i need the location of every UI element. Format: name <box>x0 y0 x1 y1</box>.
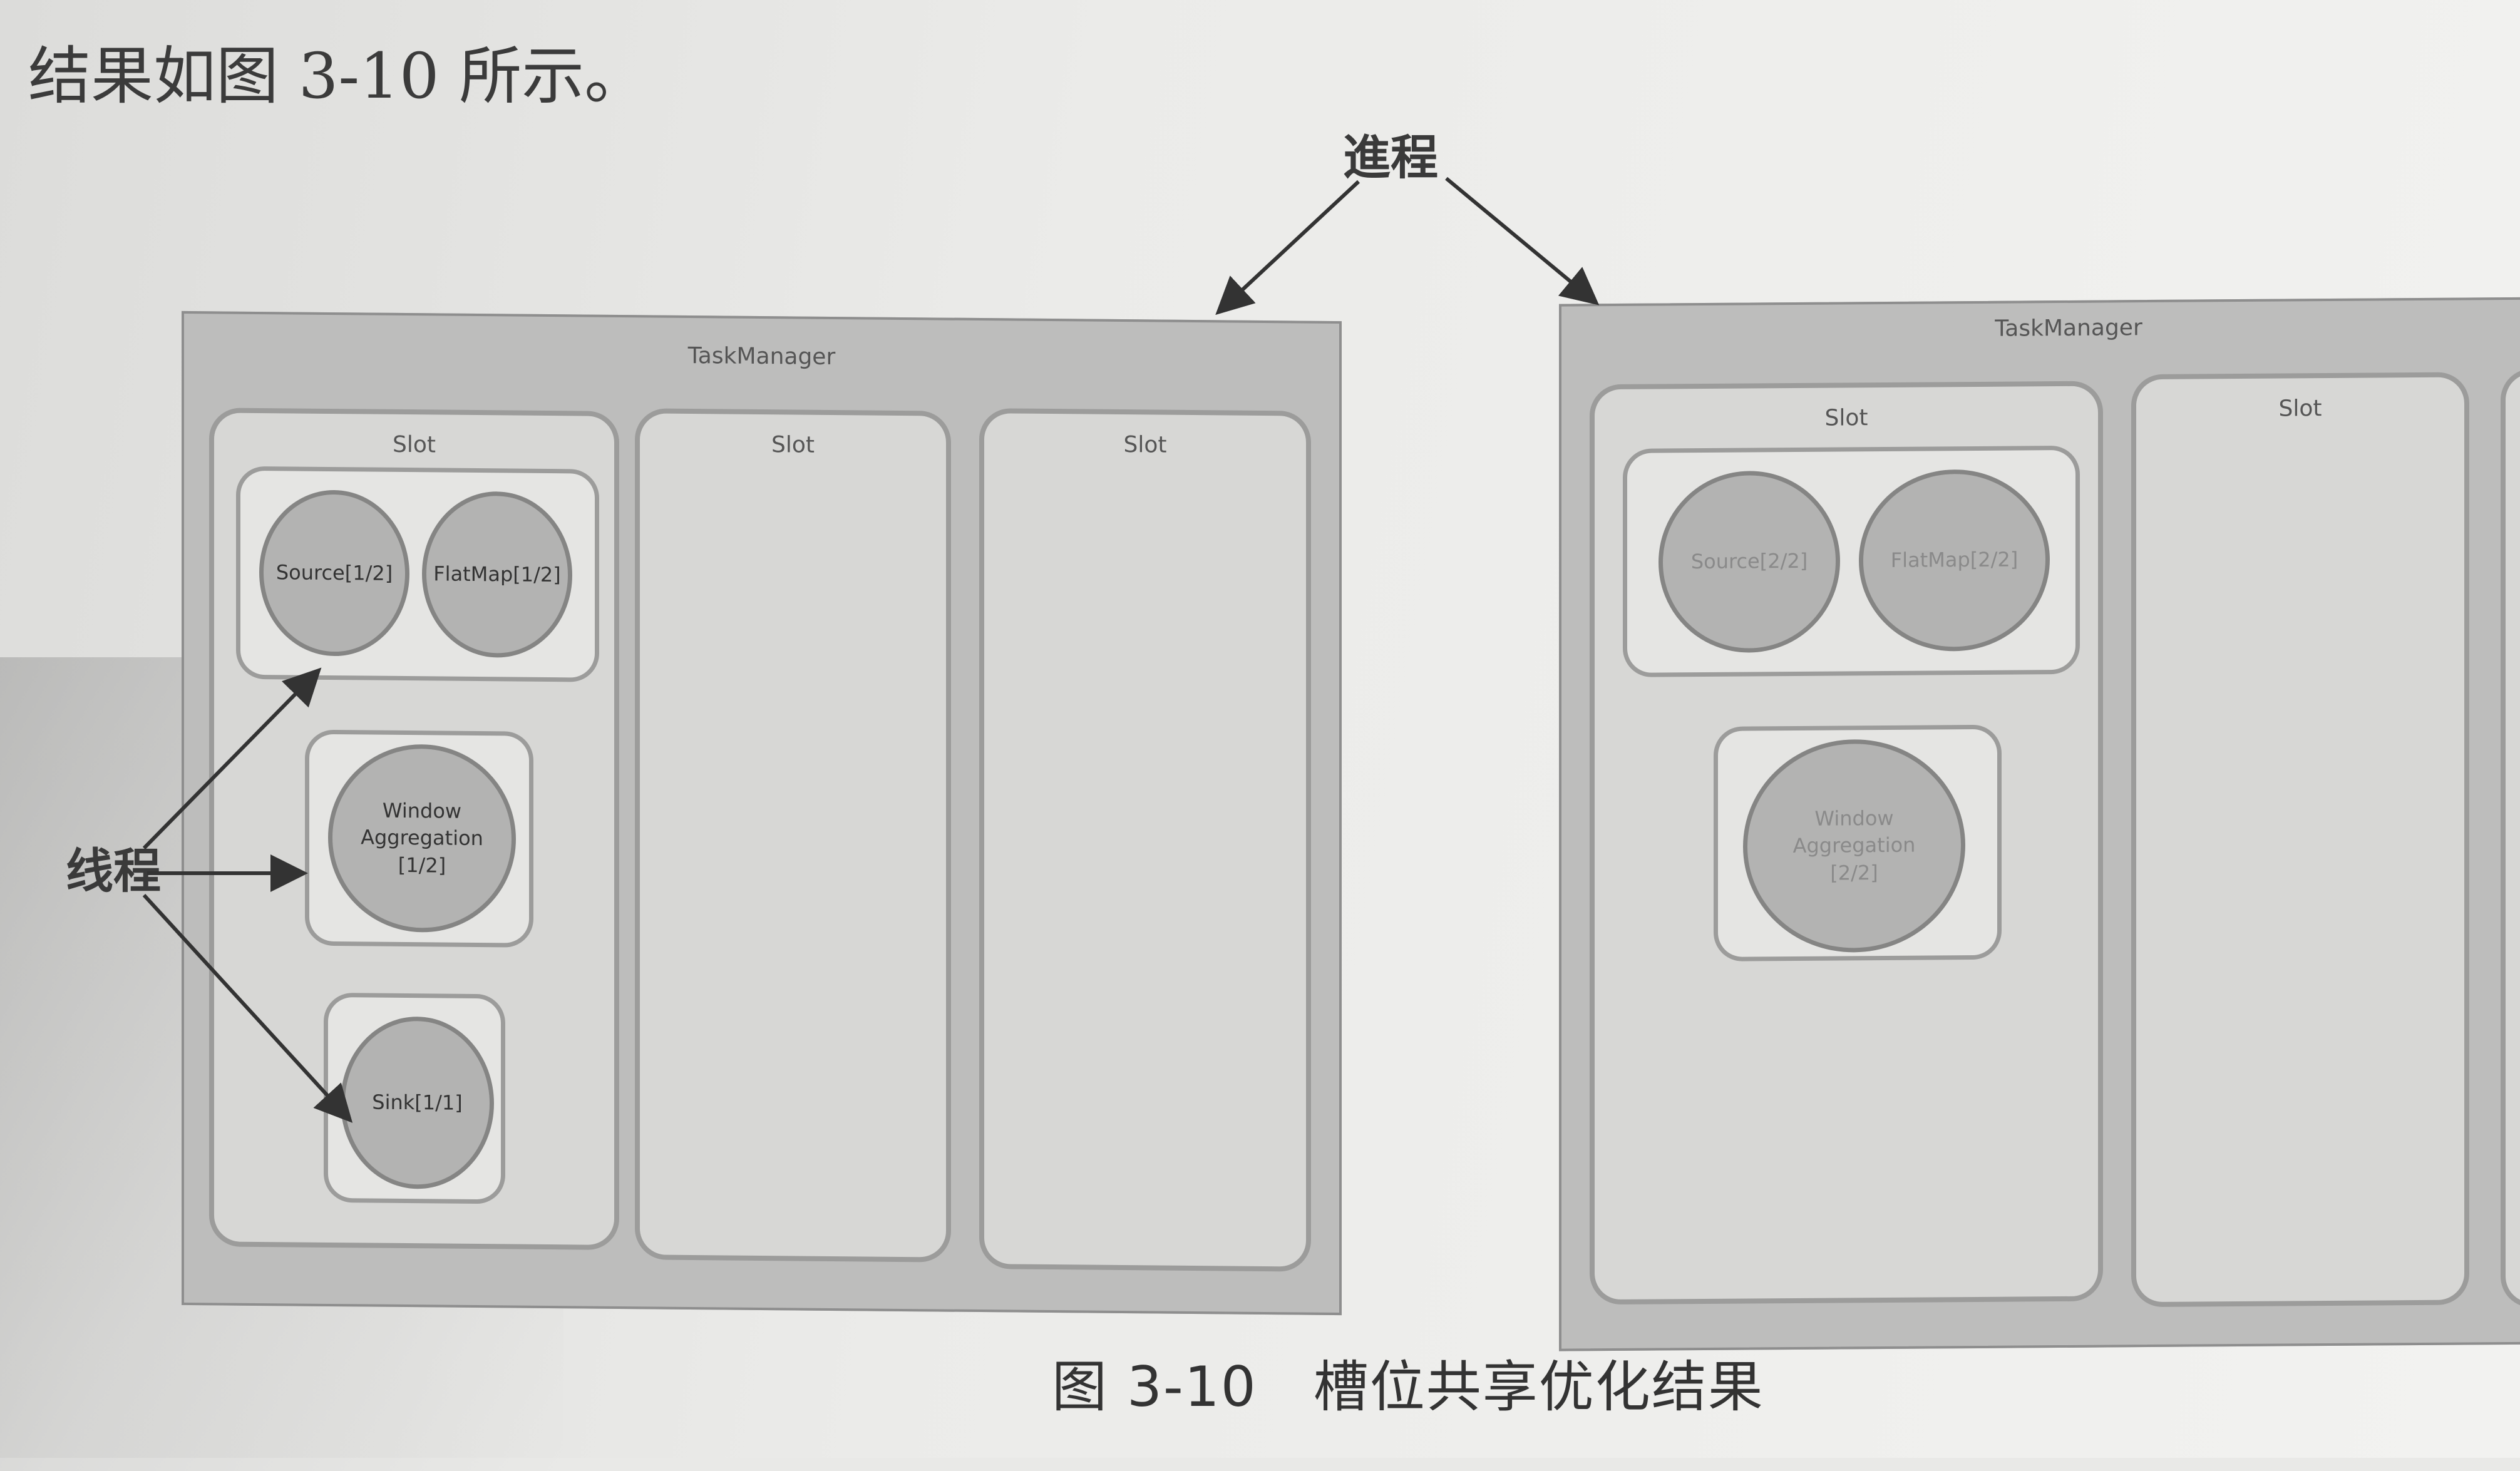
thread-callout: 线程 <box>66 843 161 899</box>
intro-text: 结果如图 3-10 所示。 <box>28 39 647 113</box>
figure-title: 槽位共享优化结果 <box>1313 1355 1764 1419</box>
figure-caption: 图 3-10 槽位共享优化结果 <box>1052 1343 1764 1422</box>
thread-arrow-up <box>142 667 322 850</box>
figure-number: 图 3-10 <box>1052 1355 1257 1419</box>
process-callout: 進程 <box>1343 130 1438 185</box>
process-arrow-right <box>1445 177 1600 305</box>
thread-arrow-down <box>142 893 353 1123</box>
process-arrow-left <box>1215 180 1360 315</box>
